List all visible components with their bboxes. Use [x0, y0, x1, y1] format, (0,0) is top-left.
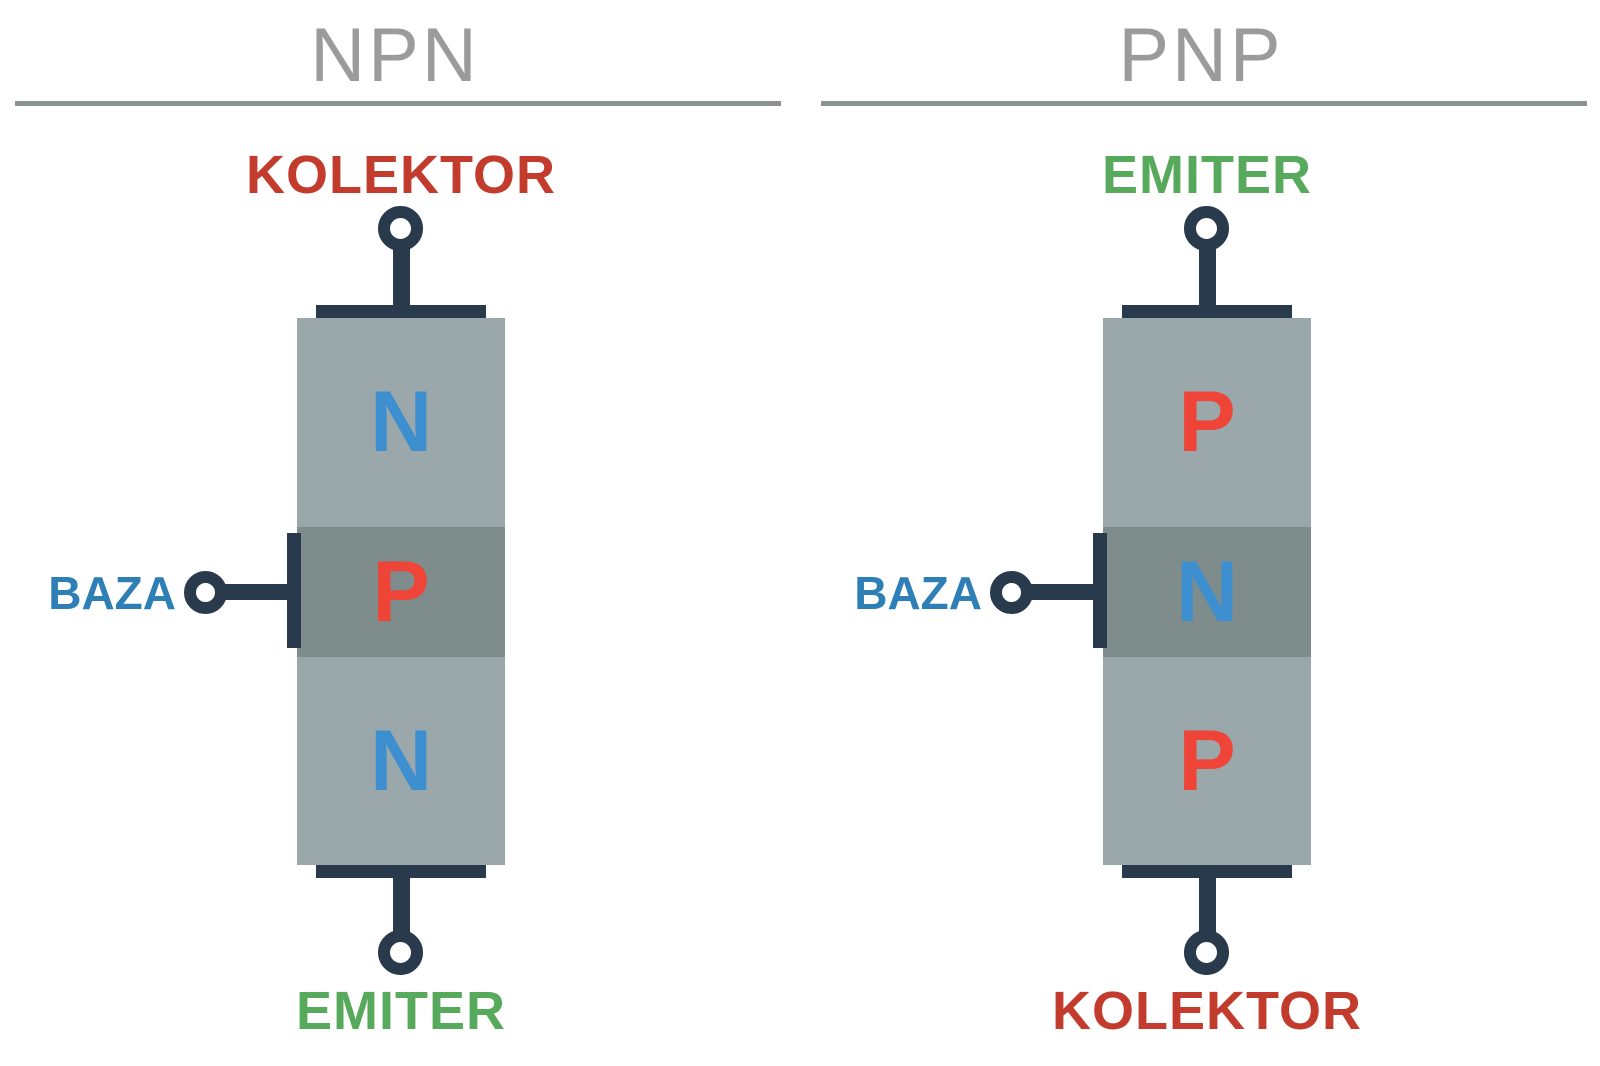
- top-terminal-label: EMITER: [1101, 145, 1312, 205]
- pnp-panel: PNP EMITER P N P BAZA KOLEKTOR: [806, 0, 1596, 1066]
- npn-panel: NPN KOLEKTOR N P N BAZA EMITER: [0, 0, 790, 1066]
- transistor-body: N P N: [297, 318, 505, 865]
- title-underline: [15, 101, 781, 106]
- segment-bottom: N: [297, 657, 505, 865]
- title-underline: [821, 101, 1587, 106]
- bottom-terminal-label: KOLEKTOR: [1051, 981, 1362, 1041]
- base-label: BAZA: [48, 567, 176, 619]
- panel-title: PNP: [1118, 13, 1284, 98]
- segment-top-letter: P: [1178, 374, 1236, 470]
- segment-middle-letter: N: [1175, 544, 1239, 640]
- segment-middle: N: [1103, 527, 1311, 657]
- segment-bottom-letter: P: [1178, 713, 1236, 809]
- segment-bottom-letter: N: [369, 713, 433, 809]
- base-lead-wire: [205, 584, 300, 600]
- segment-top: P: [1103, 318, 1311, 527]
- bottom-lead-wire: [393, 876, 410, 934]
- base-terminal-pin-icon: [184, 571, 227, 614]
- bottom-terminal-label: EMITER: [295, 981, 506, 1041]
- base-terminal-pin-icon: [990, 571, 1033, 614]
- top-terminal-pin-icon: [1184, 206, 1229, 251]
- top-lead-wire: [1199, 248, 1216, 308]
- panel-title: NPN: [310, 13, 480, 98]
- bottom-electrode-plate: [1122, 865, 1292, 878]
- segment-middle: P: [297, 527, 505, 657]
- bottom-terminal-pin-icon: [378, 930, 423, 975]
- top-lead-wire: [393, 248, 410, 308]
- base-lead-wire: [1011, 584, 1106, 600]
- bottom-terminal-pin-icon: [1184, 930, 1229, 975]
- segment-top-letter: N: [369, 374, 433, 470]
- segment-bottom: P: [1103, 657, 1311, 865]
- segment-middle-letter: P: [372, 544, 430, 640]
- bottom-electrode-plate: [316, 865, 486, 878]
- top-terminal-label: KOLEKTOR: [245, 145, 556, 205]
- segment-top: N: [297, 318, 505, 527]
- base-label: BAZA: [854, 567, 982, 619]
- top-terminal-pin-icon: [378, 206, 423, 251]
- top-electrode-plate: [1122, 305, 1292, 318]
- top-electrode-plate: [316, 305, 486, 318]
- bottom-lead-wire: [1199, 876, 1216, 934]
- transistor-body: P N P: [1103, 318, 1311, 865]
